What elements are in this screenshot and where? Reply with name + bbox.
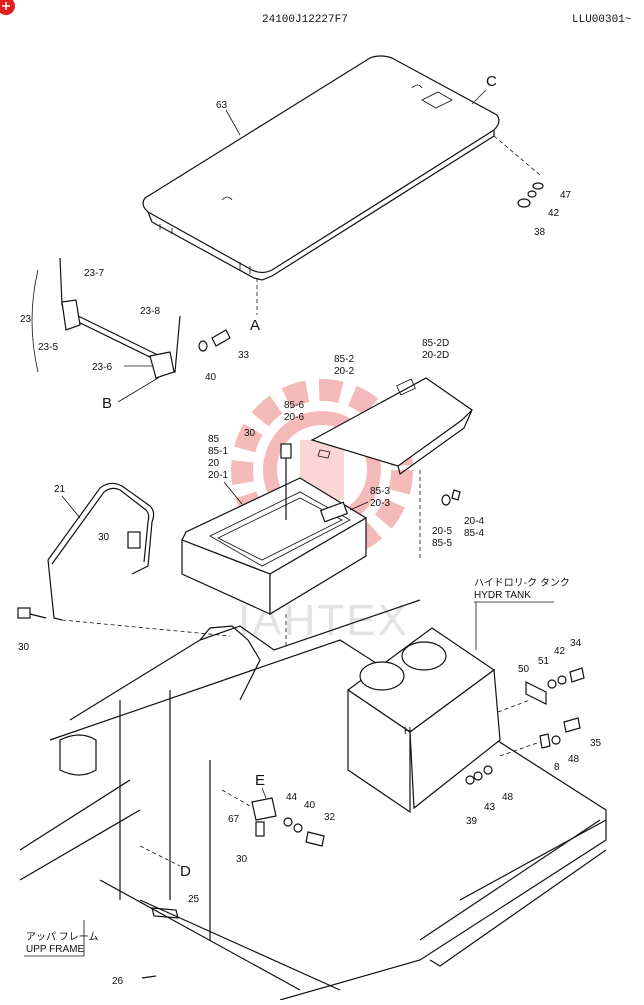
centerline-c <box>493 135 541 176</box>
leader-85-3 <box>349 501 369 511</box>
lid-85-2 <box>310 377 473 476</box>
leader-21 <box>61 495 81 519</box>
tank-label-en: HYDR TANK <box>474 590 531 601</box>
cover-63 <box>142 55 500 281</box>
clip-25 <box>151 907 179 919</box>
label-85: 85 <box>208 434 220 445</box>
drawing-number: 24100J12227F7 <box>262 14 348 26</box>
label-85-5: 85-5 <box>432 538 452 549</box>
pin-26 <box>141 975 157 979</box>
label-85-2d: 85-2D <box>422 338 449 349</box>
corner-badge-plus <box>2 2 10 10</box>
leader-b <box>117 377 159 403</box>
rod-21 <box>47 482 155 621</box>
label-30-bottom: 30 <box>236 854 248 865</box>
centerline-d <box>139 845 181 867</box>
label-48-low: 48 <box>502 792 514 803</box>
label-20-2: 20-2 <box>334 366 354 377</box>
label-42-top: 42 <box>548 208 560 219</box>
bracket-23 <box>31 257 181 379</box>
label-85-2: 85-2 <box>334 354 354 365</box>
ref-d: D <box>180 863 191 880</box>
leader-c <box>471 89 487 105</box>
tank-h-mark: H <box>404 726 411 737</box>
label-34: 34 <box>570 638 582 649</box>
fasteners-20-4-20-5 <box>441 489 461 506</box>
label-35: 35 <box>590 738 602 749</box>
label-85-1: 85-1 <box>208 446 228 457</box>
frame-label-en: UPP FRAME <box>26 944 84 955</box>
label-23-5: 23-5 <box>38 342 58 353</box>
label-20-6: 20-6 <box>284 412 304 423</box>
label-21: 21 <box>54 484 66 495</box>
label-30-rod: 30 <box>98 532 110 543</box>
label-85-4: 85-4 <box>464 528 484 539</box>
fasteners-right <box>465 667 585 785</box>
label-30-box: 30 <box>244 428 256 439</box>
label-23-6: 23-6 <box>92 362 112 373</box>
label-39: 39 <box>466 816 478 827</box>
label-32: 32 <box>324 812 336 823</box>
box-85 <box>181 477 368 616</box>
label-25: 25 <box>188 894 200 905</box>
label-38: 38 <box>534 227 546 238</box>
hydraulic-tank: H <box>346 627 501 814</box>
label-20-5: 20-5 <box>432 526 452 537</box>
label-48-right: 48 <box>568 754 580 765</box>
bolt-30-left <box>17 607 47 619</box>
label-30-left: 30 <box>18 642 30 653</box>
leader-85 <box>223 481 243 505</box>
label-26: 26 <box>112 976 124 987</box>
label-51: 51 <box>538 656 550 667</box>
label-20-3: 20-3 <box>370 498 390 509</box>
upper-frame <box>19 599 607 1001</box>
leader-e <box>261 787 267 799</box>
label-67: 67 <box>228 814 240 825</box>
serial-range: LLU00301~ <box>572 14 632 26</box>
label-50: 50 <box>518 664 530 675</box>
label-33: 33 <box>238 350 250 361</box>
label-20: 20 <box>208 458 220 469</box>
label-47: 47 <box>560 190 572 201</box>
ref-c: C <box>486 73 497 90</box>
label-23: 23 <box>20 314 32 325</box>
centerline-rod <box>61 619 231 637</box>
fastener-group-47-42-38 <box>517 182 544 208</box>
ref-e: E <box>255 772 265 789</box>
ref-a-top: A <box>250 317 260 334</box>
label-44: 44 <box>286 792 298 803</box>
ref-b: B <box>102 395 112 412</box>
label-85-6: 85-6 <box>284 400 304 411</box>
tank-label-jp: ハイドロリ-ク タンク <box>474 577 570 589</box>
label-23-7: 23-7 <box>84 268 104 279</box>
label-85-3: 85-3 <box>370 486 390 497</box>
label-20-1: 20-1 <box>208 470 228 481</box>
label-20-4: 20-4 <box>464 516 484 527</box>
label-43: 43 <box>484 802 496 813</box>
label-40-bottom: 40 <box>304 800 316 811</box>
label-63: 63 <box>216 100 228 111</box>
label-42-right: 42 <box>554 646 566 657</box>
label-23-8: 23-8 <box>140 306 160 317</box>
label-8: 8 <box>554 762 560 773</box>
bolt-30-box <box>280 443 292 520</box>
bolt-33-washer-40 <box>198 329 231 352</box>
label-20-2d: 20-2D <box>422 350 449 361</box>
bracket-67-fasteners <box>221 789 325 847</box>
label-40-top: 40 <box>205 372 217 383</box>
leader-63 <box>225 109 241 136</box>
corner-badge-icon <box>0 0 15 15</box>
frame-label-jp: アッパ フレーム <box>26 931 98 943</box>
